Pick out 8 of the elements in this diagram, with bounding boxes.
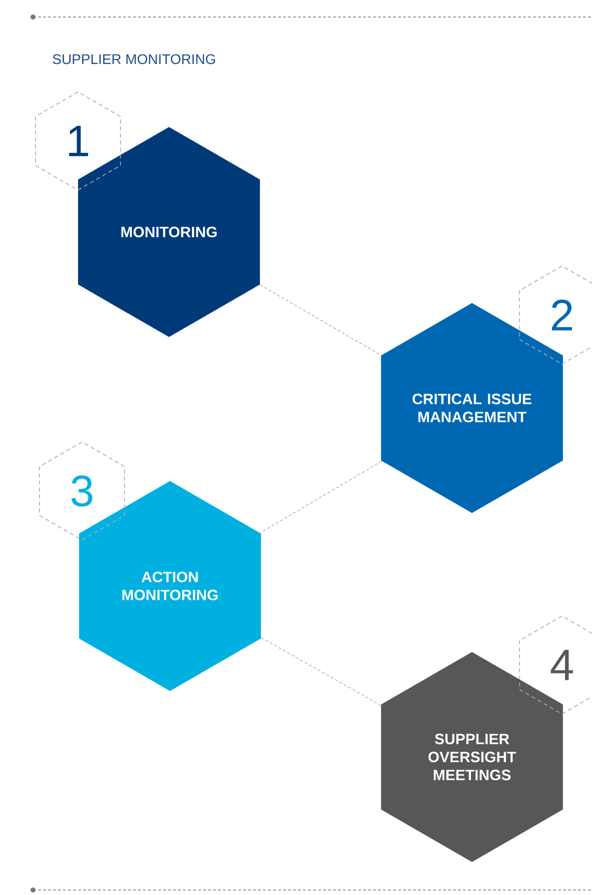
step-number: 3 bbox=[39, 442, 125, 540]
connector-line bbox=[260, 637, 382, 706]
step-number: 1 bbox=[35, 92, 121, 190]
connector-line bbox=[260, 460, 382, 534]
step-number: 4 bbox=[519, 616, 592, 714]
title: SUPPLIER MONITORING bbox=[52, 54, 216, 64]
step-number: 2 bbox=[519, 266, 592, 364]
connector-line bbox=[260, 284, 382, 356]
